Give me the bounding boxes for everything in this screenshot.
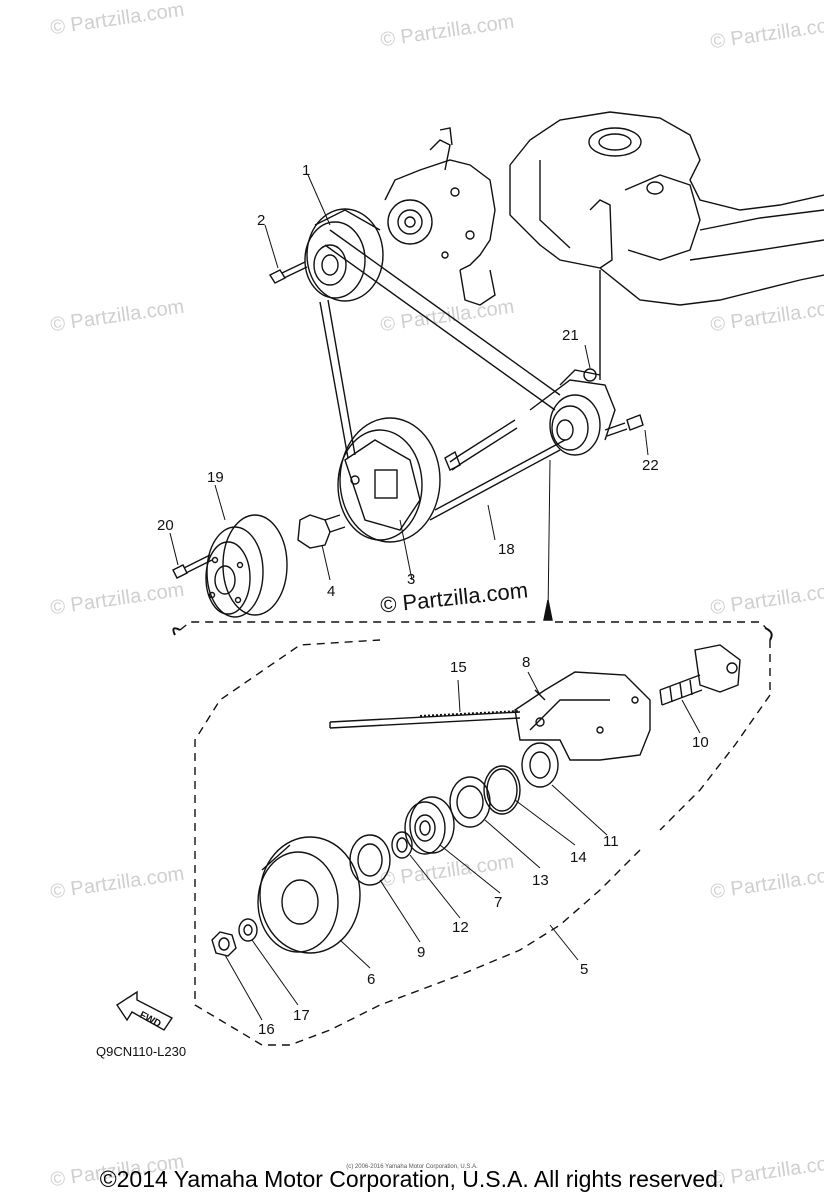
washer-17 [238, 918, 258, 942]
callout-5: 5 [580, 961, 589, 978]
v-belt-18 [319, 229, 566, 521]
copyright-notice: ©2014 Yamaha Motor Corporation, U.S.A. A… [99, 1166, 725, 1192]
callout-4: 4 [327, 583, 336, 600]
water-pump [384, 127, 496, 306]
bolt-2 [268, 261, 308, 284]
leader-lines-detail [224, 671, 701, 1021]
callout-6: 6 [367, 971, 376, 988]
pulley-6 [257, 836, 361, 954]
callout-13: 13 [532, 872, 549, 889]
pulley-1 [304, 208, 384, 302]
callout-11: 11 [603, 833, 619, 850]
fine-print: (c) 2006-2016 Yamaha Motor Corporation, … [346, 1164, 478, 1170]
bolt-20 [172, 554, 213, 579]
bolt-4 [297, 514, 346, 549]
callout-15: 15 [450, 659, 467, 676]
callout-7: 7 [494, 894, 503, 911]
pulley-3 [337, 417, 441, 543]
callout-22: 22 [642, 457, 659, 474]
tensioner-assembly [444, 368, 644, 471]
callout-14: 14 [570, 849, 587, 866]
callout-2: 2 [257, 212, 266, 229]
seal-9 [349, 834, 391, 886]
leader-lines-top [169, 174, 649, 616]
callout-1: 1 [302, 162, 311, 179]
pulley-19 [205, 514, 288, 618]
callout-10: 10 [692, 734, 709, 751]
callout-16: 16 [258, 1021, 275, 1038]
callout-3: 3 [407, 571, 416, 588]
collar-12 [391, 831, 413, 859]
callout-20: 20 [157, 517, 174, 534]
detail-arrow [543, 599, 553, 621]
callout-21: 21 [562, 327, 579, 344]
callout-17: 17 [293, 1007, 310, 1024]
callout-12: 12 [452, 919, 469, 936]
bearing-7 [404, 796, 455, 855]
callout-9: 9 [417, 944, 426, 961]
seal-11 [521, 742, 559, 788]
nut-16 [211, 931, 237, 957]
threaded-rod-15 [329, 710, 521, 729]
callout-18: 18 [498, 541, 515, 558]
fwd-arrow-icon: FWD [116, 990, 174, 1031]
callout-19: 19 [207, 469, 224, 486]
bolt-10 [659, 644, 741, 706]
washer-13 [449, 776, 491, 828]
callout-8: 8 [522, 654, 531, 671]
diagram-code: Q9CN110-L230 [96, 1044, 187, 1059]
detail-frame [179, 621, 771, 1046]
engine-block [509, 111, 824, 380]
